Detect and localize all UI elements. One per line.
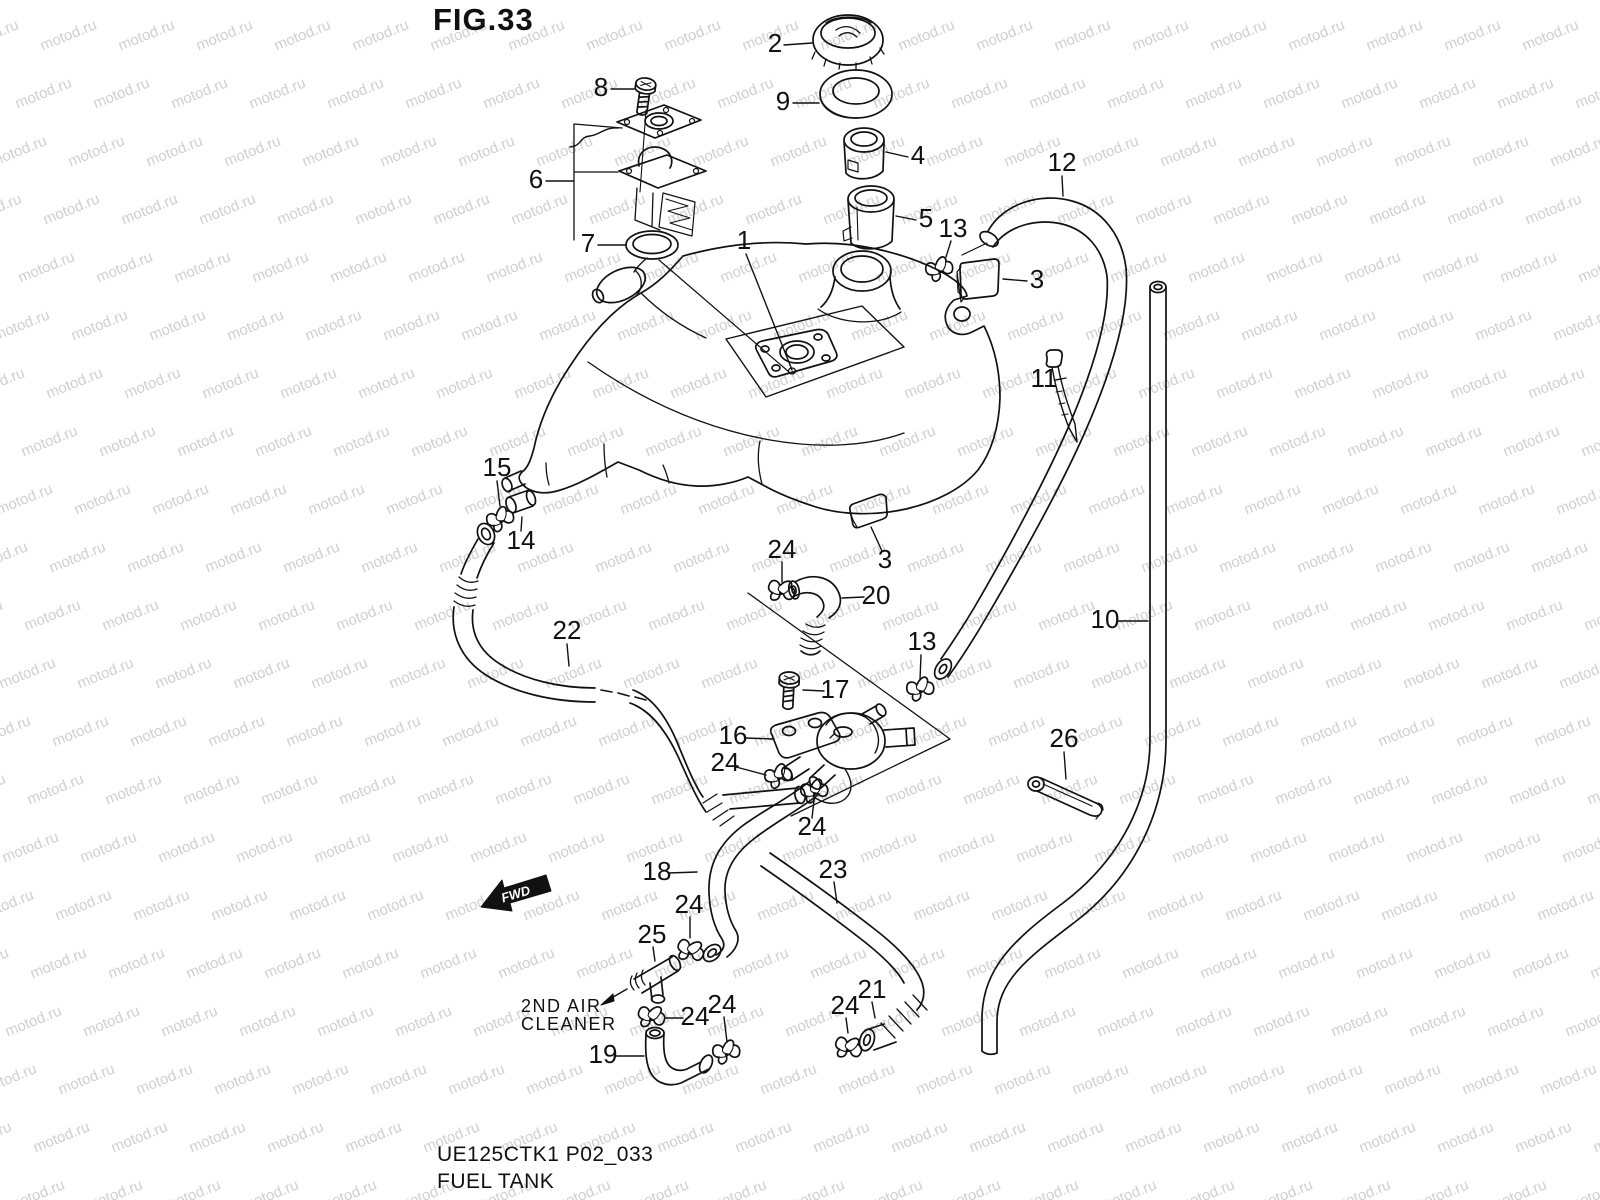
leader-line-part-11-11	[1055, 377, 1067, 381]
air-cleaner-note-line2: CLEANER	[521, 1014, 617, 1034]
part-label-20-16: 20	[862, 580, 891, 610]
part-label-24-24: 24	[798, 811, 827, 841]
fwd-label: FWD	[499, 882, 532, 905]
part-label-12-4: 12	[1048, 147, 1077, 177]
leader-line-part-23-26	[833, 881, 838, 904]
leader-line-part-24-32	[845, 1017, 849, 1034]
sender-bolt	[630, 75, 658, 118]
part-label-10-17: 10	[1091, 604, 1120, 634]
part-label-2-0: 2	[768, 28, 782, 58]
part-label-24-31: 24	[708, 989, 737, 1019]
part-label-3-10: 3	[1030, 264, 1044, 294]
leader-line-part-5-6	[895, 215, 917, 221]
part-label-7-8: 7	[581, 228, 595, 258]
part-label-24-32: 24	[831, 990, 860, 1020]
cushion-pad-upper	[956, 258, 1000, 303]
leader-line-part-12-4	[1061, 175, 1064, 197]
part-label-5-6: 5	[919, 203, 933, 233]
clamp-24-elbow-right	[710, 1037, 743, 1067]
part-label-13-19: 13	[908, 626, 937, 656]
leader-line-part-15-12	[496, 480, 501, 507]
part-label-4-3: 4	[911, 140, 925, 170]
figure-title: FIG.33	[433, 2, 534, 37]
cap-gasket-ring	[819, 69, 893, 119]
part-label-21-29: 21	[858, 974, 887, 1004]
clamp-24-hose21	[832, 1034, 865, 1062]
leader-line-part-3-14	[870, 526, 883, 552]
part-label-26-22: 26	[1050, 723, 1079, 753]
fwd-arrow-icon: FWD	[480, 874, 552, 912]
air-cleaner-note-line1: 2ND AIR	[521, 996, 602, 1016]
part-label-25-28: 25	[638, 919, 667, 949]
fuel-cock	[769, 703, 916, 804]
fuel-hose-18	[702, 780, 820, 963]
fuel-cock-bolt	[776, 670, 801, 711]
part-label-13-7: 13	[939, 213, 968, 243]
leader-line-part-25-28	[652, 946, 656, 962]
leader-line-part-14-13	[520, 516, 523, 532]
leader-line-part-24-24	[811, 799, 815, 819]
part-label-3-14: 3	[878, 544, 892, 574]
part-label-24-15: 24	[768, 534, 797, 564]
part-label-19-33: 19	[589, 1039, 618, 1069]
fuel-tank-body	[501, 241, 1001, 515]
clamp-24-hose18	[674, 936, 707, 965]
part-label-23-26: 23	[819, 854, 848, 884]
breather-hose-12	[933, 197, 1128, 680]
drain-tube-10	[981, 280, 1167, 1056]
leader-line-part-16-21	[744, 737, 775, 740]
part-label-24-27: 24	[675, 889, 704, 919]
strap-26	[1027, 776, 1104, 820]
part-label-14-13: 14	[507, 525, 536, 555]
leader-line-part-13-19	[919, 654, 922, 681]
part-label-8-1: 8	[594, 72, 608, 102]
fuel-hose-22	[452, 522, 806, 827]
leader-line-part-4-3	[885, 151, 909, 158]
part-label-11-11: 11	[1031, 363, 1058, 393]
leader-line-part-1-9	[745, 253, 793, 371]
part-label-1-9: 1	[737, 225, 751, 255]
fuel-hose-20	[787, 575, 842, 656]
fuel-sender-assembly	[569, 104, 790, 373]
footer-figure-name: FUEL TANK	[437, 1170, 555, 1193]
alignment-lines	[747, 592, 951, 817]
part-label-9-2: 9	[776, 86, 790, 116]
filler-inlet-lower	[842, 185, 895, 250]
part-label-22-18: 22	[553, 615, 582, 645]
joint-pipe-25	[600, 954, 682, 1006]
leader-line-part-24-23	[735, 766, 767, 776]
leader-line-part-24-31	[723, 1016, 728, 1043]
clamp-24-elbow-top	[636, 1004, 667, 1030]
part-label-18-25: 18	[643, 856, 672, 886]
fuel-cap	[811, 14, 885, 71]
leader-line-part-2-0	[783, 42, 813, 46]
part-label-15-12: 15	[483, 452, 512, 482]
leader-line-part-18-25	[667, 871, 698, 874]
part-label-17-20: 17	[821, 674, 850, 704]
leader-line-part-20-16	[841, 596, 865, 599]
leader-line-part-22-18	[566, 643, 570, 667]
clamp-13-upper	[922, 253, 957, 285]
leader-line-part-17-20	[802, 689, 825, 692]
elbow-hose-19	[644, 1026, 714, 1086]
part-label-24-30: 24	[681, 1001, 710, 1031]
part-label-24-23: 24	[711, 747, 740, 777]
leader-line-part-21-29	[871, 1001, 876, 1019]
leader-line-part-13-7	[945, 240, 952, 258]
fuel-hose-23	[760, 852, 925, 1011]
clamp-24-cock-left	[761, 760, 796, 792]
fuel-hose-21	[858, 994, 928, 1052]
cushion-pad-lower	[848, 493, 889, 529]
footer-model-code: UE125CTK1 P02_033	[437, 1143, 654, 1166]
leader-line-part-3-10	[1002, 278, 1028, 282]
part-label-6-5: 6	[529, 164, 543, 194]
filler-inlet-upper	[843, 127, 885, 180]
part-label-16-21: 16	[719, 720, 748, 750]
leader-line-part-26-22	[1063, 751, 1067, 780]
